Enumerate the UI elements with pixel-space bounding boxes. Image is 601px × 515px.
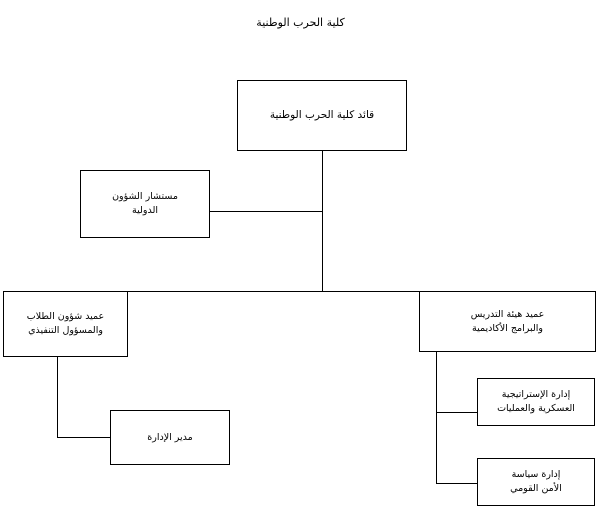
org-node-military-strategy-label: إدارة الإستراتيجية العسكرية والعمليات xyxy=(497,389,575,414)
page-title: كلية الحرب الوطنية xyxy=(256,16,345,29)
org-node-administration-director[interactable]: مدير الإدارة xyxy=(110,410,230,465)
connector-commander-to-advisor xyxy=(210,211,323,212)
org-node-dean-students-label: عميد شؤون الطلاب والمسؤول التنفيذي xyxy=(26,311,105,336)
connector-deans-split-bar xyxy=(57,291,494,292)
connector-commander-trunk xyxy=(322,151,323,292)
org-node-national-security-label: إدارة سياسة الأمن القومي xyxy=(510,469,562,494)
org-node-commander-label: قائد كلية الحرب الوطنية xyxy=(269,108,375,121)
org-node-dean-faculty-academic-programs[interactable]: عميد هيئة التدريس والبرامج الأكاديمية xyxy=(419,291,596,352)
org-node-military-strategy-operations[interactable]: إدارة الإستراتيجية العسكرية والعمليات xyxy=(477,378,595,426)
org-node-dean-faculty-label: عميد هيئة التدريس والبرامج الأكاديمية xyxy=(470,308,545,334)
org-node-national-security-policy[interactable]: إدارة سياسة الأمن القومي xyxy=(477,458,595,506)
connector-dean-students-down xyxy=(57,357,58,437)
org-node-international-affairs-advisor[interactable]: مستشار الشؤون الدولية xyxy=(80,170,210,238)
connector-to-admin-director xyxy=(57,437,111,438)
org-node-dean-student-affairs[interactable]: عميد شؤون الطلاب والمسؤول التنفيذي xyxy=(3,291,128,357)
connector-to-national-security xyxy=(436,483,478,484)
connector-dean-faculty-down xyxy=(436,352,437,483)
org-node-advisor-label: مستشار الشؤون الدولية xyxy=(112,191,178,216)
connector-to-military-strategy xyxy=(436,412,478,413)
org-node-commander[interactable]: قائد كلية الحرب الوطنية xyxy=(237,80,407,151)
org-node-admin-director-label: مدير الإدارة xyxy=(147,431,193,443)
